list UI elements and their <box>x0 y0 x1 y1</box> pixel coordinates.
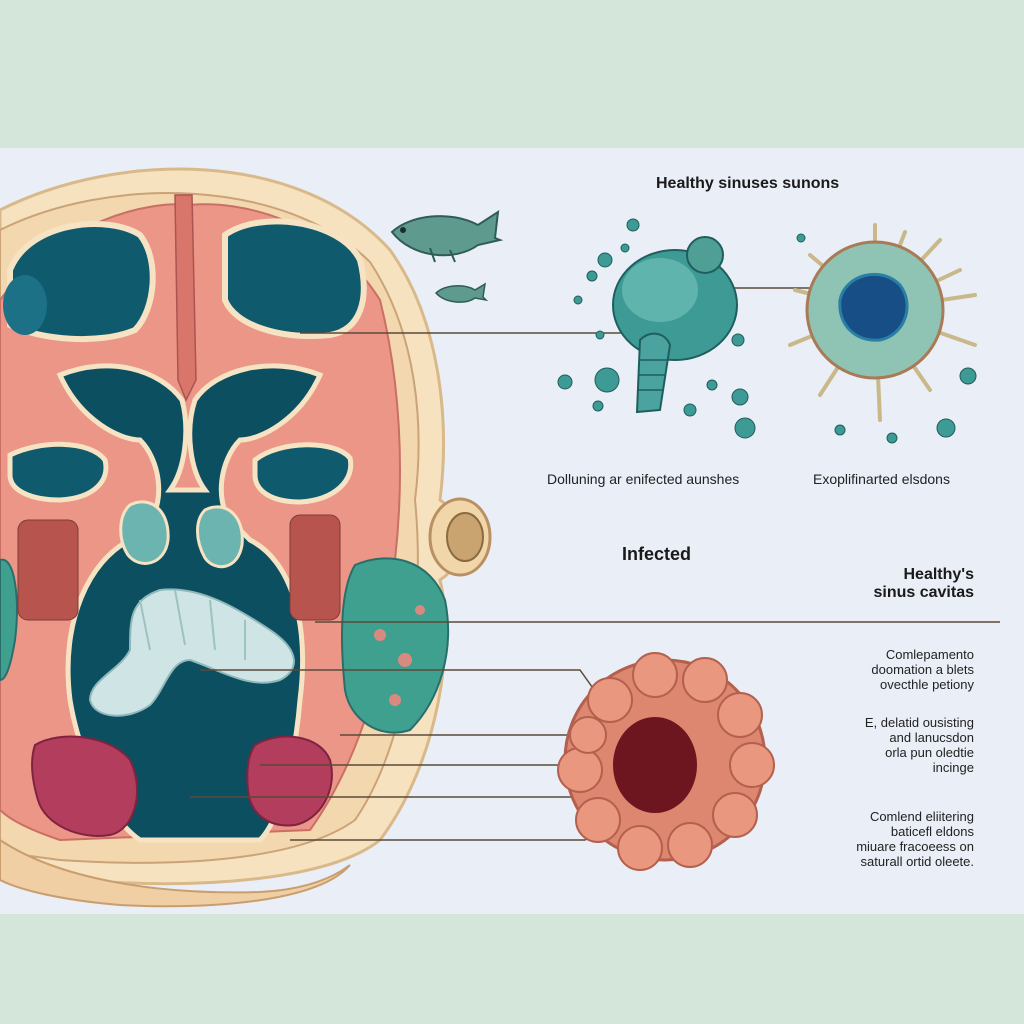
note-2: E, delatid ousisting and lanucsdon orla … <box>864 715 974 776</box>
bottom-band <box>0 914 1024 1024</box>
note-line: miuare fracoeess on <box>856 838 974 854</box>
top-band <box>0 0 1024 148</box>
healthy-sinuses-title: Healthy sinuses sunons <box>656 175 840 192</box>
note-line: saturall ortid oleete. <box>860 853 974 869</box>
small-fish-icon <box>434 282 489 303</box>
note-line: baticefl eldons <box>890 823 974 839</box>
virus-icon <box>788 223 977 422</box>
note-line: orla pun oledtie <box>885 744 974 760</box>
healthy-cavity-line: Healthy's <box>903 566 975 583</box>
spore-icon <box>557 218 977 444</box>
note-3: Comlend eliitering baticefl eldons miuar… <box>856 809 974 870</box>
note-line: ovecthle petiony <box>880 676 974 692</box>
note-line: Comlepamento <box>885 647 974 662</box>
bacterium-icon <box>612 236 738 414</box>
note-line: E, delatid ousisting <box>864 715 974 730</box>
note-line: incinge <box>932 759 974 775</box>
note-line: doomation a blets <box>871 661 974 677</box>
fish-icon <box>390 210 504 263</box>
infected-caption: Dolluning ar enifected aunshes <box>547 471 740 487</box>
note-1: Comlepamento doomation a blets ovecthle … <box>871 647 974 693</box>
infected-tissue-icon <box>557 652 775 871</box>
healthy-cavity-line: sinus cavitas <box>873 584 975 602</box>
note-line: and lanucsdon <box>889 729 974 745</box>
head-cross-section <box>0 167 492 908</box>
infected-label: Infected <box>622 544 692 564</box>
virus-caption: Exoplifinarted elsdons <box>813 471 950 487</box>
note-line: Comlend eliitering <box>869 809 974 824</box>
healthy-cavity-label: Healthy's sinus cavitas <box>874 566 975 603</box>
